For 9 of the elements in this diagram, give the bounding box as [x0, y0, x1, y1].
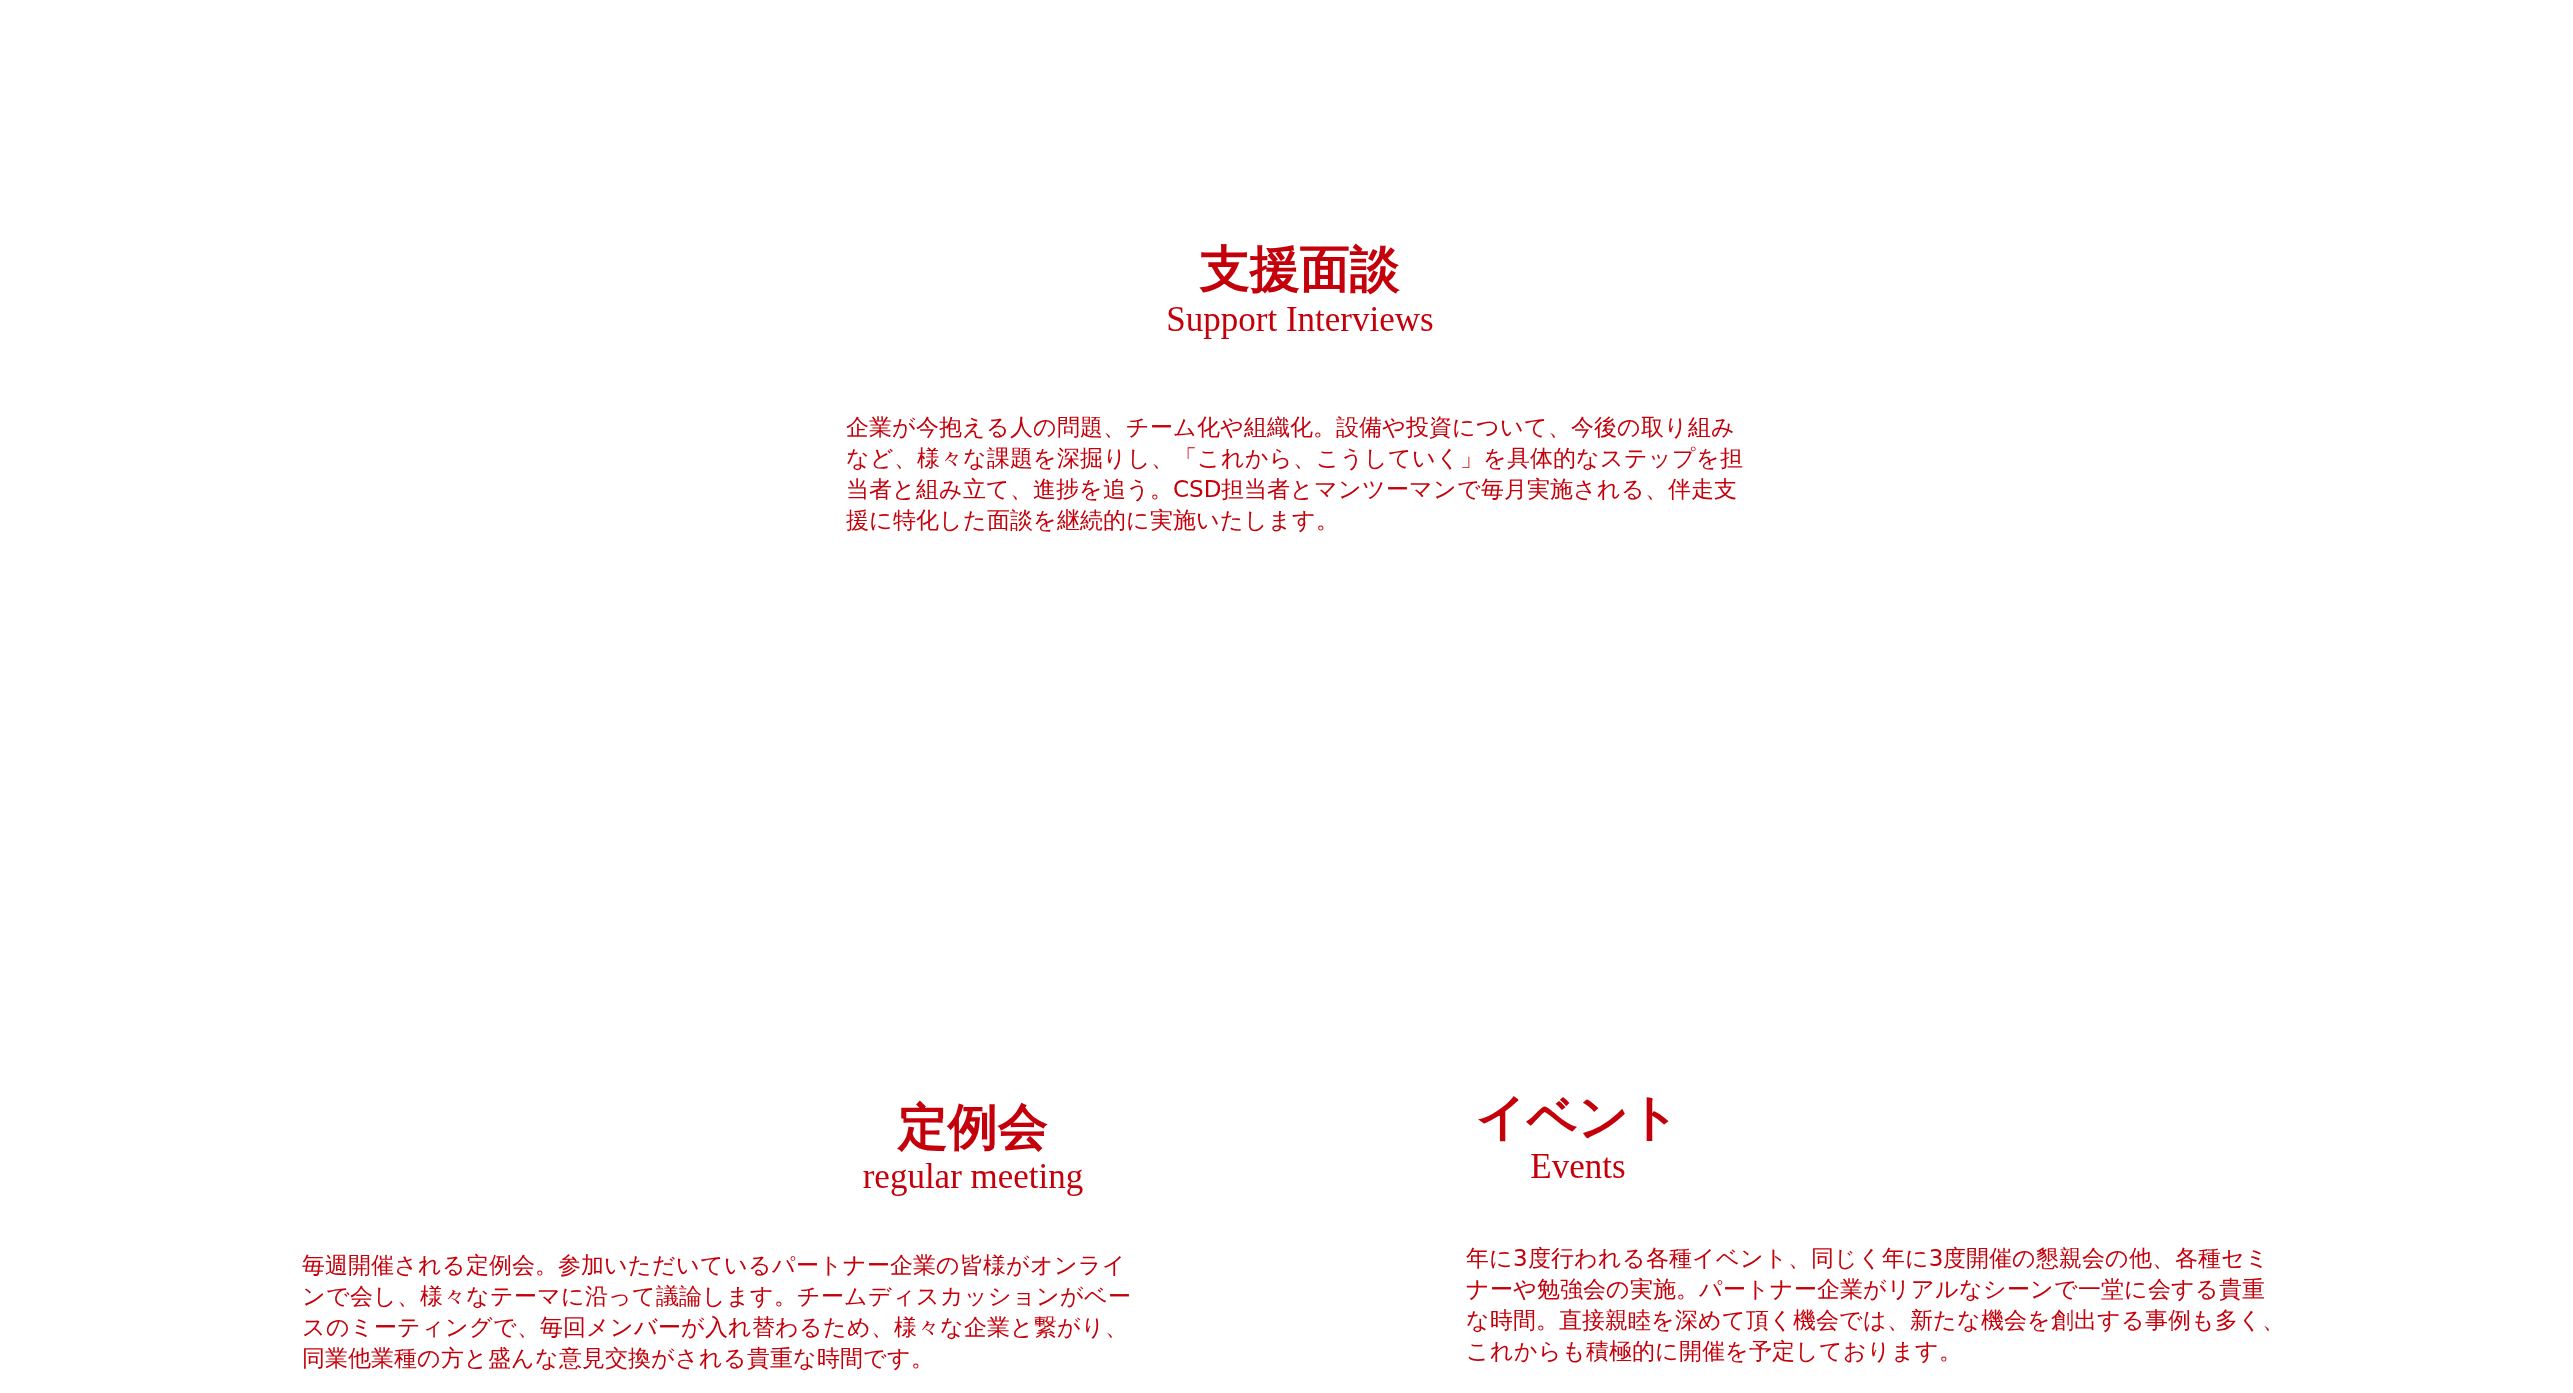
section-heading: イベント	[1476, 1087, 1680, 1148]
section-subheading: Support Interviews	[1166, 300, 1434, 340]
description-paragraph: 企業が今抱える人の問題、チーム化や組織化。設備や投資について、今後の取り組みなど、様々な課題を深掘りし、「これから、こうしていく」を具体的なステップを担当者と組み立て、進捗を追う。CSD担当者とマンツーマンで毎月実施される、伴走支援に特化した面談を継続的に実施いたします。	[846, 413, 1744, 535]
section-heading: 支援面談	[1200, 239, 1400, 300]
section-subheading: Events	[1530, 1147, 1626, 1187]
section-subheading: regular meeting	[862, 1157, 1084, 1197]
description-paragraph: 毎週開催される定例会。参加いただいているパートナー企業の皆様がオンラインで会し、様々なテーマに沿って議論します。チームディスカッションがベースのミーティングで、毎回メンバーが入れ替わるため、様々な企業と繋がり、同業他業種の方と盛んな意見交換がされる貴重な時間です。	[302, 1251, 1132, 1373]
section-heading: 定例会	[898, 1097, 1048, 1158]
description-paragraph: 年に3度行われる各種イベント、同じく年に3度開催の懇親会の他、各種セミナーや勉強会の実施。パートナー企業がリアルなシーンで一堂に会する貴重な時間。直接親睦を深めて頂く機会では、新たな機会を創出する事例も多く、これからも積極的に開催を予定しております。	[1466, 1244, 2286, 1366]
